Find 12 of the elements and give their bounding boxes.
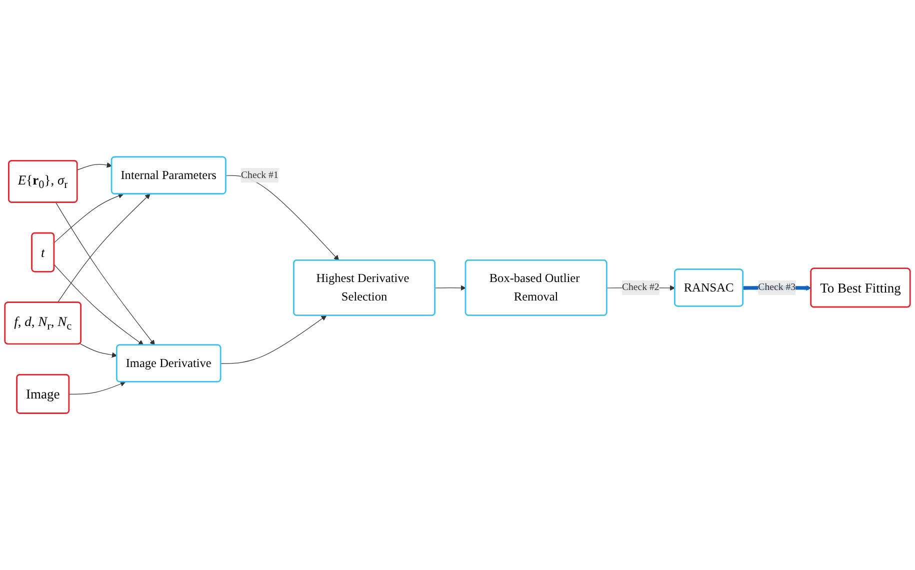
arrow [68,381,126,394]
arrow [80,343,118,358]
arrow [54,193,124,243]
arrow [434,285,466,290]
arrow [54,264,144,346]
edge-label: Check #1 [241,170,278,180]
arrow [220,315,327,364]
arrow [56,202,155,346]
edge-label: Check #2 [622,282,660,293]
arrow [77,162,112,170]
arrow [57,194,150,303]
edge-label: Check #3 [758,282,796,293]
